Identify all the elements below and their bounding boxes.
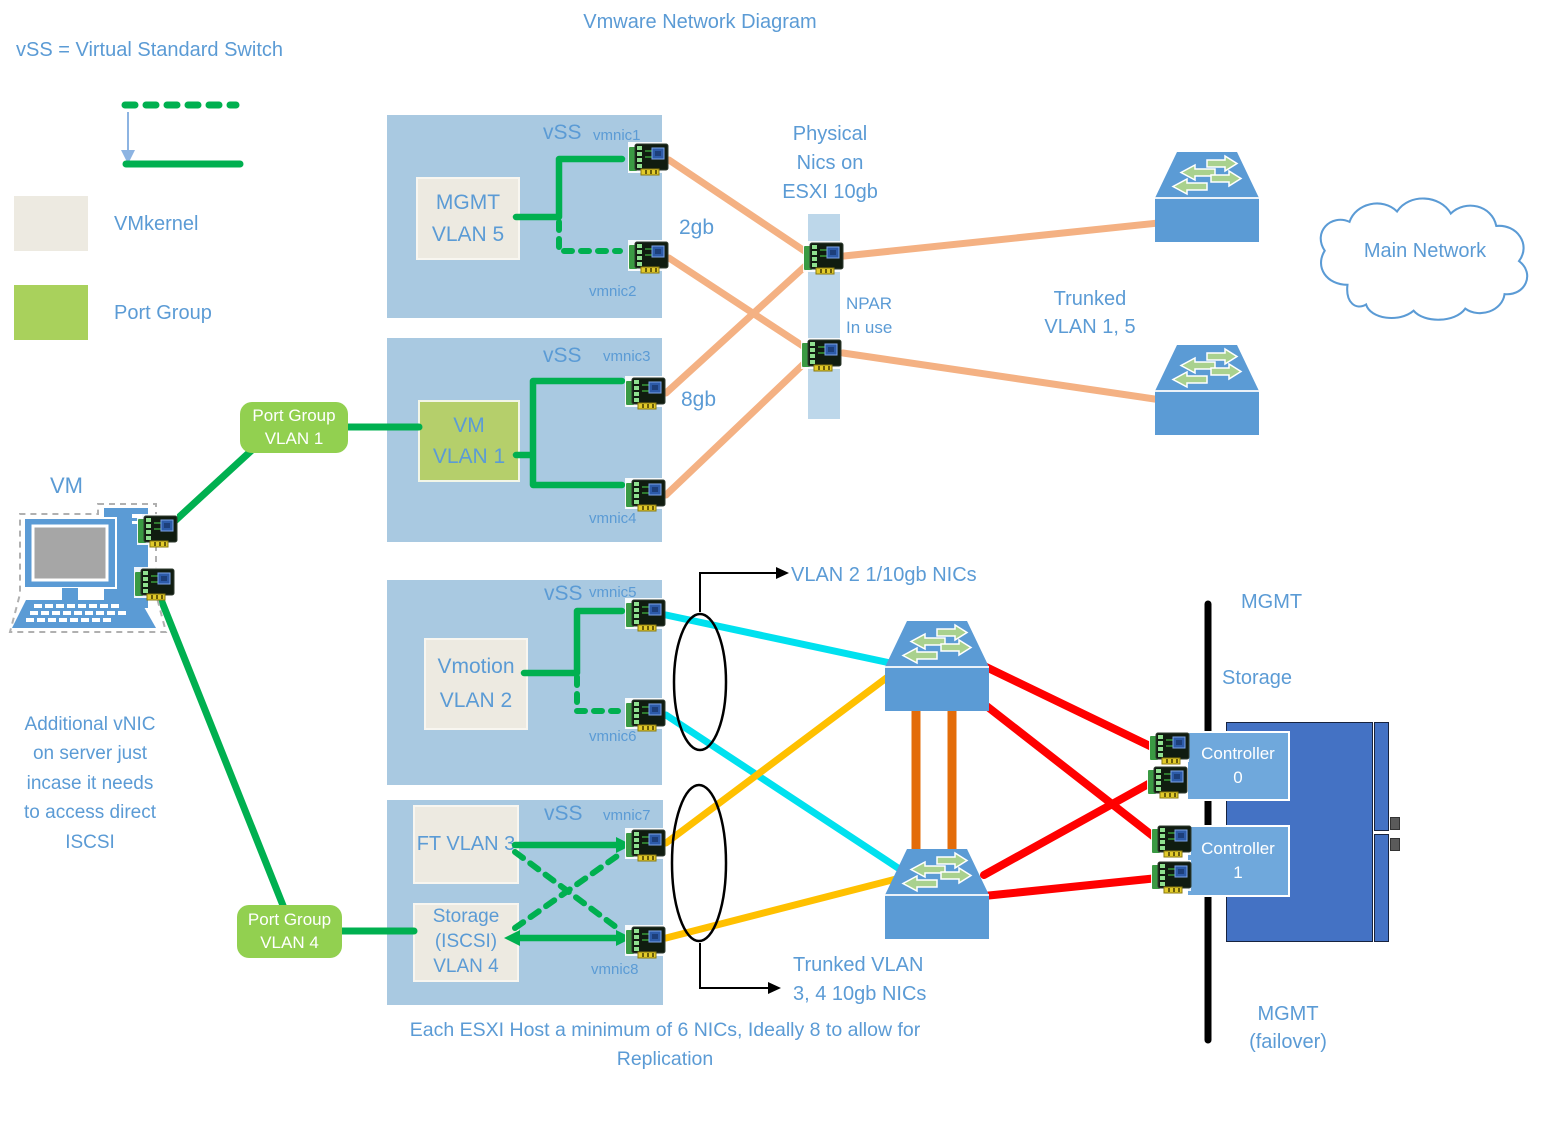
vmnic6-label: vmnic6 [589, 728, 637, 745]
additional-vnic-note: Additional vNIC on server just incase it… [24, 714, 156, 853]
vss-definition: vSS = Virtual Standard Switch [16, 39, 283, 61]
grouping-ellipses [670, 612, 728, 943]
vmnic8-label: vmnic8 [591, 961, 639, 978]
npar-nic-top-icon [802, 241, 844, 275]
vm-label: VM [50, 473, 83, 498]
storage-array-strip-bottom [1374, 834, 1389, 942]
legend-portgroup-label: Port Group [114, 302, 212, 324]
annotation-arrowheads [768, 567, 789, 994]
vmnic1-icon [627, 142, 669, 176]
controller1-nic-bottom-icon [1150, 860, 1192, 894]
storage-latch-top [1390, 817, 1400, 830]
storage-switch-bottom-icon [885, 849, 989, 941]
vmnic2-icon [627, 240, 669, 274]
vmnic7-label: vmnic7 [603, 807, 651, 824]
vm-nic-bottom-icon [133, 567, 175, 601]
interswitch-links [911, 703, 957, 859]
speed-8gb-label: 8gb [681, 388, 717, 411]
controller0-nic-bottom-icon [1146, 765, 1188, 799]
vss1-label: vSS [543, 121, 582, 144]
controller-0-box: Controller 0 [1186, 731, 1290, 801]
green-links [154, 155, 626, 942]
vmnic3-label: vmnic3 [603, 348, 651, 365]
vmnic6-icon [624, 698, 666, 732]
main-network-cloud-icon [1319, 197, 1529, 321]
portgroup-box-storage-vlan4: Storage (ISCSI) VLAN 4 [413, 903, 519, 982]
vmnic4-label: vmnic4 [589, 510, 637, 527]
vmnic3-icon [624, 376, 666, 410]
storage-label: Storage [1222, 667, 1293, 689]
vmkernel-swatch [14, 196, 88, 251]
vmnic1-label: vmnic1 [593, 127, 641, 144]
controller1-nic-top-icon [1150, 824, 1192, 858]
storage-array-strip-top [1374, 722, 1389, 831]
vmnic5-icon [624, 598, 666, 632]
mgmt-failover-label: MGMT (failover) [1249, 1003, 1327, 1053]
portgroup-box-ft-vlan3: FT VLAN 3 [413, 805, 519, 884]
vss2-label: vSS [543, 344, 582, 367]
trunk-switch-top-icon [1155, 152, 1259, 244]
cyan-links [662, 611, 902, 872]
amber-links [662, 666, 904, 942]
salmon-uplinks [662, 156, 1172, 499]
trunked-vlan-3-4-label: Trunked VLAN 3, 4 10gb NICs [793, 954, 927, 1005]
page-title: Vmware Network Diagram [583, 11, 817, 33]
physical-nics-label: Physical Nics on ESXI 10gb [782, 123, 878, 203]
vlan2-nics-label: VLAN 2 1/10gb NICs [791, 564, 977, 586]
annotation-arrows [699, 572, 776, 989]
vmnic7-icon [624, 828, 666, 862]
trunked-vlan-1-5-label: Trunked VLAN 1, 5 [1044, 288, 1136, 338]
npar-label: NPAR In use [846, 294, 893, 337]
main-network-label: Main Network [1363, 240, 1487, 262]
green-arrowheads [504, 837, 632, 946]
npar-nic-bottom-icon [800, 338, 842, 372]
mgmt-top-label: MGMT [1241, 591, 1303, 613]
vmnic2-label: vmnic2 [589, 283, 637, 300]
port-group-vlan4-pill: Port Group VLAN 4 [237, 905, 342, 958]
trunk-switch-bottom-icon [1155, 345, 1259, 437]
portgroup-box-vmotion-vlan2: Vmotion VLAN 2 [424, 638, 528, 730]
vss4-label: vSS [544, 802, 583, 825]
port-group-swatch [14, 285, 88, 340]
portgroup-box-vm-vlan1: VM VLAN 1 [418, 400, 520, 482]
vmnic4-icon [624, 478, 666, 512]
controller-1-box: Controller 1 [1186, 825, 1290, 897]
red-links [980, 662, 1162, 900]
speed-2gb-label: 2gb [679, 216, 715, 239]
vmnic8-icon [624, 925, 666, 959]
vss3-label: vSS [544, 582, 583, 605]
vm-desktop-computer-icon [8, 503, 168, 633]
storage-latch-bottom [1390, 838, 1400, 851]
legend-lines [121, 101, 244, 168]
port-group-vlan1-pill: Port Group VLAN 1 [240, 402, 348, 453]
legend-vmkernel-label: VMkernel [114, 213, 199, 235]
bottom-note: Each ESXI Host a minimum of 6 NICs, Idea… [409, 1019, 921, 1071]
vmnic5-label: vmnic5 [589, 584, 637, 601]
controller0-nic-top-icon [1148, 731, 1190, 765]
vm-nic-top-icon [136, 514, 178, 548]
storage-switch-top-icon [885, 621, 989, 713]
